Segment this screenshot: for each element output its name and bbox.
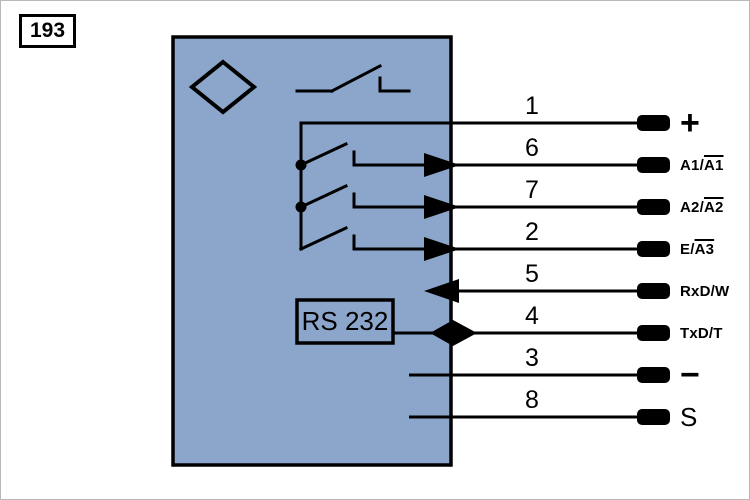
rs232-label: RS 232 — [301, 306, 389, 336]
pin-wire-1 — [301, 115, 670, 131]
rs232-box — [295, 298, 395, 345]
pin-label: + — [680, 103, 700, 143]
junction-dot — [295, 159, 307, 171]
pin-wire-6 — [354, 153, 670, 177]
input-arrow-icon — [424, 279, 459, 303]
pin-wire-7 — [354, 195, 670, 219]
pin-label-text: + — [680, 103, 700, 142]
figure-number-box: 193 — [19, 14, 77, 48]
switch-blade — [299, 142, 348, 167]
junction-dot — [295, 201, 307, 213]
pin-label-text: − — [680, 355, 700, 394]
pin-terminal — [637, 283, 670, 299]
pin-number: 8 — [525, 386, 539, 414]
figure-number: 193 — [30, 19, 66, 42]
pin-number: 5 — [525, 260, 539, 288]
pin-label-overline-text: A2 — [703, 198, 724, 216]
pin-label: A2/A2 — [680, 187, 724, 227]
pin-wire-5 — [424, 279, 670, 303]
pin-number: 1 — [525, 92, 539, 120]
switch-blade — [299, 184, 348, 209]
pin-label-overline-text: A3 — [694, 240, 715, 258]
pin-label-text: A2/ — [680, 198, 704, 216]
pin-label-overline-text: A1 — [703, 156, 724, 174]
output-arrow-icon — [424, 237, 460, 261]
pin-wire-2 — [354, 237, 670, 261]
pin-label: TxD/T — [680, 313, 723, 353]
pin-label-text: E/ — [680, 240, 695, 258]
pin-terminal — [637, 115, 670, 131]
internal-wiring — [295, 121, 356, 251]
pin-terminal — [637, 367, 670, 383]
pin-number: 6 — [525, 134, 539, 162]
pin-number: 4 — [525, 302, 539, 330]
pin-terminal — [637, 157, 670, 173]
switch-blade — [299, 226, 348, 251]
pin-label-text: A1/ — [680, 156, 704, 174]
pin-wire-4 — [393, 320, 670, 346]
pin-label: E/A3 — [680, 229, 714, 269]
switch-icon — [295, 63, 411, 94]
pin-number: 2 — [525, 218, 539, 246]
device-body — [171, 35, 453, 467]
pin-label: A1/A1 — [680, 145, 724, 185]
pin-wire-3 — [409, 367, 670, 383]
sensor-diamond-icon — [188, 59, 258, 115]
pin-label: RxD/W — [680, 271, 729, 311]
pin-label: S — [680, 397, 697, 437]
output-arrow-icon — [424, 195, 460, 219]
pin-label-text: TxD/T — [680, 324, 723, 342]
pin-wire-8 — [409, 409, 670, 425]
pin-terminal — [637, 199, 670, 215]
pin-number: 7 — [525, 176, 539, 204]
pin-terminal — [637, 409, 670, 425]
pin-terminal — [637, 241, 670, 257]
pin-terminal — [637, 325, 670, 341]
pin-number: 3 — [525, 344, 539, 372]
output-arrow-icon — [424, 153, 460, 177]
pin-label-text: RxD/W — [680, 282, 730, 300]
pin-label-text: S — [680, 401, 698, 432]
pin-label: − — [680, 355, 700, 395]
bidirectional-arrow-icon — [430, 320, 477, 346]
